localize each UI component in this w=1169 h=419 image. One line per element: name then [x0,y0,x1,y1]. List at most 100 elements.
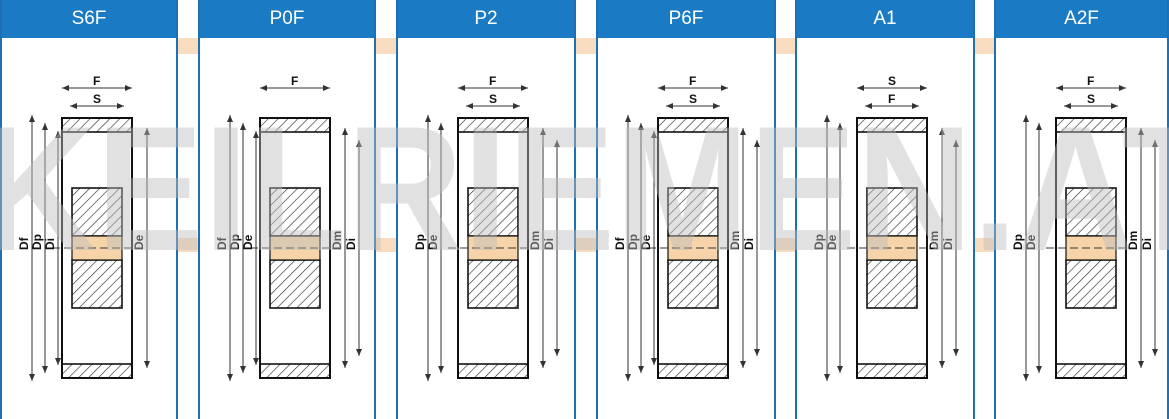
hatched-section [657,363,729,379]
arrow-head [638,366,644,373]
arrow-head [425,115,431,122]
arrow-head [240,123,246,130]
dimension-label: F [1087,74,1094,88]
arrow-head [342,361,348,368]
arrow-head [721,85,728,91]
panel-title: P6F [598,0,774,38]
hatched-section [866,187,918,237]
arrow-head [1152,140,1158,147]
arrow-head [42,366,48,373]
panel-title: P0F [200,0,374,38]
hatched-section [657,117,729,133]
hatched-section [856,117,928,133]
arrow-head [1036,123,1042,130]
arrow-head [837,123,843,130]
dimension-label: Dp [30,234,44,250]
arrow-head [837,366,843,373]
arrow-head [554,140,560,147]
arrow-head [540,361,546,368]
arrow-head [42,123,48,130]
hatched-section [856,363,928,379]
hatched-section [259,363,331,379]
arrow-head [125,85,132,91]
dimension-label: S [489,92,497,106]
arrow-head [29,374,35,381]
arrow-head [227,374,233,381]
arrow-head [513,103,520,109]
dimension-label: S [689,92,697,106]
hatched-section [1055,363,1127,379]
arrow-head [323,85,330,91]
arrow-head [144,128,150,135]
hatched-section [269,259,321,309]
arrow-head [865,103,872,109]
dimension-label: De [132,234,146,250]
hatched-section [61,117,133,133]
dimension-label: Df [17,236,31,250]
arrow-head [466,103,473,109]
panel-title: A1 [797,0,973,38]
panel-title: P2 [398,0,574,38]
arrow-head [953,140,959,147]
arrow-head [920,85,927,91]
arrow-head [625,374,631,381]
dimension-label: Di [344,238,358,250]
arrow-head [953,349,959,356]
arrow-head [144,361,150,368]
dimension-label: Dm [1126,231,1140,250]
dimension-label: F [489,74,496,88]
dimension-label: Dp [413,234,427,250]
arrow-head [117,103,124,109]
panel-title: S6F [2,0,176,38]
hatched-section [457,117,529,133]
arrow-head [1056,85,1063,91]
dimension-label: Di [542,238,556,250]
arrow-head [1138,361,1144,368]
hatched-section [667,187,719,237]
hatched-section [71,187,123,237]
hatched-section [269,187,321,237]
arrow-head [438,366,444,373]
arrow-head [240,366,246,373]
arrow-head [1119,85,1126,91]
arrow-head [425,374,431,381]
dimension-label: De [1024,234,1038,250]
arrow-head [939,361,945,368]
arrow-head [857,85,864,91]
hatched-section [866,259,918,309]
arrow-head [651,131,657,138]
panel-title: A2F [996,0,1167,38]
arrow-head [1111,103,1118,109]
hatched-section [467,187,519,237]
dimension-label: S [1087,92,1095,106]
dimension-label: Df [215,236,229,250]
dimension-label: Dp [228,234,242,250]
arrow-head [638,123,644,130]
arrow-head [740,128,746,135]
arrow-head [1036,366,1042,373]
dimension-label: F [888,92,895,106]
arrow-head [740,361,746,368]
arrow-head [55,131,61,138]
hatched-section [1065,187,1117,237]
arrow-head [824,115,830,122]
dimension-label: Dm [927,231,941,250]
dimension-label: Dm [330,231,344,250]
arrow-head [438,123,444,130]
arrow-head [666,103,673,109]
arrow-head [521,85,528,91]
dimension-label: Di [941,238,955,250]
arrow-head [29,115,35,122]
arrow-head [1023,115,1029,122]
dimension-label: S [888,74,896,88]
dimension-label: Dp [812,234,826,250]
arrow-head [70,103,77,109]
